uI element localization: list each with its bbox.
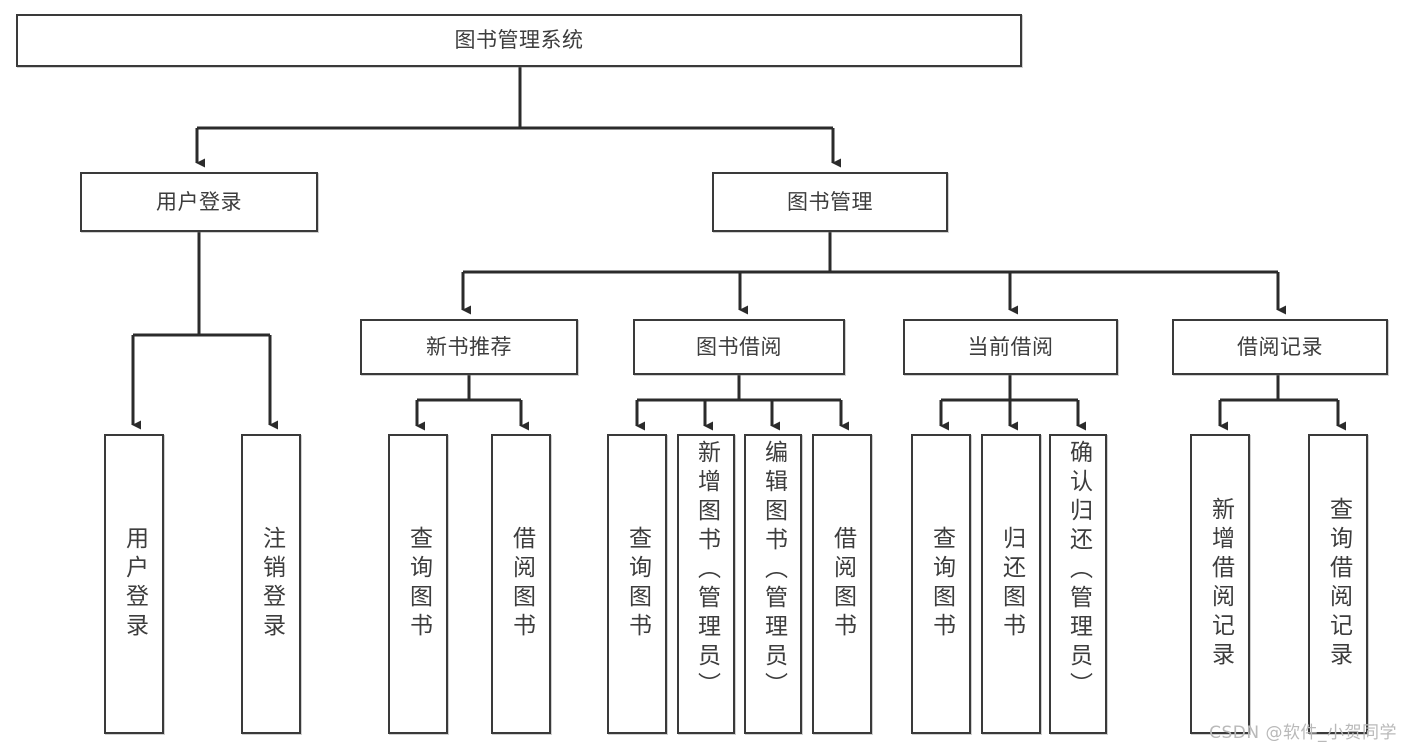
- edge-group-current-borrow: [939, 375, 1086, 431]
- node-label: 新增借阅记录: [1207, 497, 1234, 671]
- edge-group-root: [195, 67, 841, 168]
- node-label: 用户登录: [121, 526, 148, 642]
- leaf-user-login[interactable]: 用户登录: [104, 434, 164, 734]
- node-label: 图书管理: [787, 189, 873, 214]
- node-user-login[interactable]: 用户登录: [80, 172, 318, 232]
- node-borrow-record[interactable]: 借阅记录: [1172, 319, 1388, 375]
- node-label: 查询借阅记录: [1325, 497, 1352, 671]
- node-label: 新书推荐: [426, 334, 512, 359]
- node-current-borrow[interactable]: 当前借阅: [903, 319, 1118, 375]
- node-label: 归还图书: [998, 526, 1025, 642]
- node-label: 新增图书（管理员）: [693, 440, 720, 701]
- node-label: 当前借阅: [967, 334, 1054, 359]
- node-root-system[interactable]: 图书管理系统: [16, 14, 1022, 67]
- node-label: 图书管理系统: [454, 28, 584, 53]
- leaf-record-query-record[interactable]: 查询借阅记录: [1308, 434, 1368, 734]
- edge-group-book-borrow: [635, 375, 849, 431]
- leaf-current-confirm-return-admin[interactable]: 确认归还（管理员）: [1049, 434, 1107, 734]
- node-label: 注销登录: [258, 526, 285, 642]
- edge-group-user-login: [131, 232, 278, 430]
- node-book-management[interactable]: 图书管理: [712, 172, 948, 232]
- watermark-text: CSDN @软件_小贺同学: [1209, 723, 1397, 743]
- leaf-current-return-book[interactable]: 归还图书: [981, 434, 1041, 734]
- leaf-recommend-query-book[interactable]: 查询图书: [388, 434, 448, 734]
- leaf-borrow-edit-book-admin[interactable]: 编辑图书（管理员）: [744, 434, 802, 734]
- leaf-current-query-book[interactable]: 查询图书: [911, 434, 971, 734]
- edge-group-borrow-record: [1218, 375, 1346, 431]
- node-label: 借阅记录: [1237, 334, 1323, 359]
- node-label: 图书借阅: [696, 334, 782, 359]
- node-book-borrow[interactable]: 图书借阅: [633, 319, 845, 375]
- node-label: 查询图书: [624, 526, 651, 642]
- node-label: 用户登录: [156, 189, 242, 214]
- node-label: 借阅图书: [508, 526, 535, 642]
- node-label: 借阅图书: [829, 526, 856, 642]
- leaf-borrow-add-book-admin[interactable]: 新增图书（管理员）: [677, 434, 735, 734]
- node-label: 确认归还（管理员）: [1065, 440, 1092, 701]
- leaf-borrow-borrow-book[interactable]: 借阅图书: [812, 434, 872, 734]
- leaf-recommend-borrow-book[interactable]: 借阅图书: [491, 434, 551, 734]
- leaf-borrow-query-book[interactable]: 查询图书: [607, 434, 667, 734]
- node-new-book-recommend[interactable]: 新书推荐: [360, 319, 578, 375]
- node-label: 查询图书: [928, 526, 955, 642]
- leaf-record-add-record[interactable]: 新增借阅记录: [1190, 434, 1250, 734]
- edge-group-new-book-recommend: [415, 375, 529, 431]
- leaf-logout[interactable]: 注销登录: [241, 434, 301, 734]
- edge-group-book-management: [461, 232, 1286, 315]
- node-label: 查询图书: [405, 526, 432, 642]
- node-label: 编辑图书（管理员）: [760, 440, 787, 701]
